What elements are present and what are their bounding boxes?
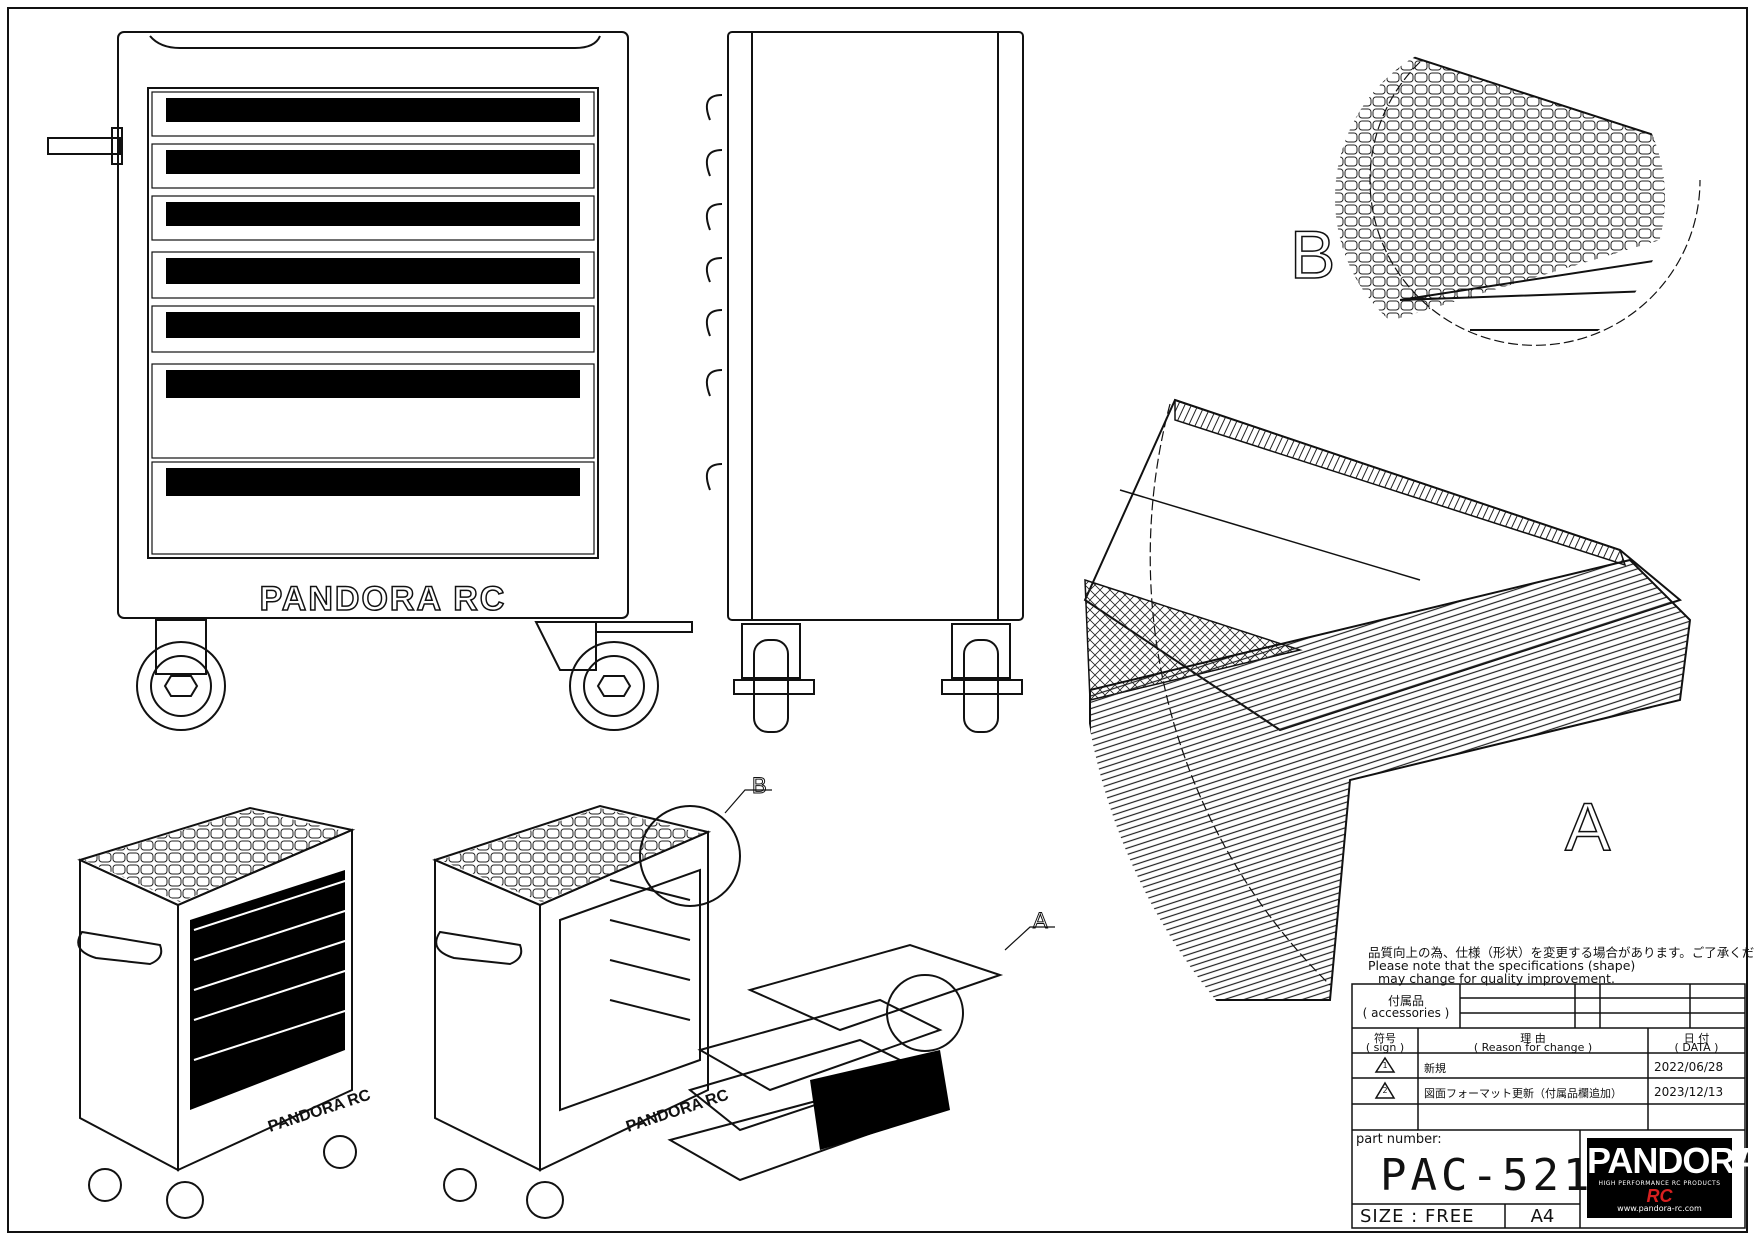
title-block-grid xyxy=(1351,983,1746,1229)
accessories-en: ( accessories ) xyxy=(1362,1006,1450,1020)
spec-change-note: 品質向上の為、仕様（形状）を変更する場合があります。ご了承ください。 Pleas… xyxy=(1368,946,1755,985)
iso-view-right xyxy=(432,804,1004,1219)
note-en-2: may change for quality improvement. xyxy=(1378,971,1615,986)
leader-lines xyxy=(724,789,1055,951)
side-view xyxy=(706,31,1024,733)
size-label: SIZE : FREE xyxy=(1360,1206,1475,1227)
part-number-label: part number: xyxy=(1356,1132,1442,1147)
paper-size: A4 xyxy=(1530,1206,1555,1227)
rev-1-sign: 1 xyxy=(1382,1061,1388,1070)
rev-2-sign: 2 xyxy=(1382,1086,1388,1095)
reason-en: ( Reason for change ) xyxy=(1473,1041,1593,1054)
detail-a-label: A xyxy=(1565,789,1611,865)
reason-jp: 理 由 xyxy=(1520,1032,1546,1045)
date-en: ( DATA ) xyxy=(1674,1041,1719,1054)
logo-rc: RC xyxy=(1646,1186,1673,1206)
sign-en: ( sign ) xyxy=(1365,1041,1405,1054)
detail-a xyxy=(1083,398,1692,1001)
date-jp: 日 付 xyxy=(1683,1032,1710,1045)
front-view xyxy=(47,31,693,731)
logo-url: www.pandora-rc.com xyxy=(1617,1204,1702,1213)
title-block: 付属品 ( accessories ) 符号 ( sign ) 理 由 ( Re… xyxy=(1352,984,1745,1228)
logo-tagline: HIGH PERFORMANCE RC PRODUCTS xyxy=(1598,1180,1721,1187)
detail-b xyxy=(1335,39,1701,363)
accessories-jp: 付属品 xyxy=(1387,994,1424,1008)
note-en-1: Please note that the specifications (sha… xyxy=(1368,958,1636,973)
pandora-rc-logo: PANDORA HIGH PERFORMANCE RC PRODUCTS RC … xyxy=(1587,1138,1755,1218)
leader-b-label: B xyxy=(752,773,767,798)
note-jp: 品質向上の為、仕様（形状）を変更する場合があります。ご了承ください。 xyxy=(1368,945,1755,960)
part-number: PAC-521 xyxy=(1380,1150,1594,1201)
rev-1-reason: 新規 xyxy=(1424,1062,1446,1075)
brand-mark-front: PANDORA RC xyxy=(260,580,507,618)
rev-1-date: 2022/06/28 xyxy=(1654,1060,1724,1074)
sheet-border xyxy=(7,7,1748,1233)
sign-jp: 符号 xyxy=(1374,1032,1396,1045)
logo-wordmark: PANDORA xyxy=(1587,1140,1755,1181)
leader-a-label: A xyxy=(1033,908,1048,933)
brand-mark-iso-left: PANDORA RC xyxy=(266,1087,373,1136)
detail-b-label: B xyxy=(1290,217,1335,293)
iso-view-left xyxy=(77,806,357,1219)
rev-2-reason: 図面フォーマット更新（付属品欄追加） xyxy=(1424,1087,1622,1100)
rev-2-date: 2023/12/13 xyxy=(1654,1085,1724,1099)
